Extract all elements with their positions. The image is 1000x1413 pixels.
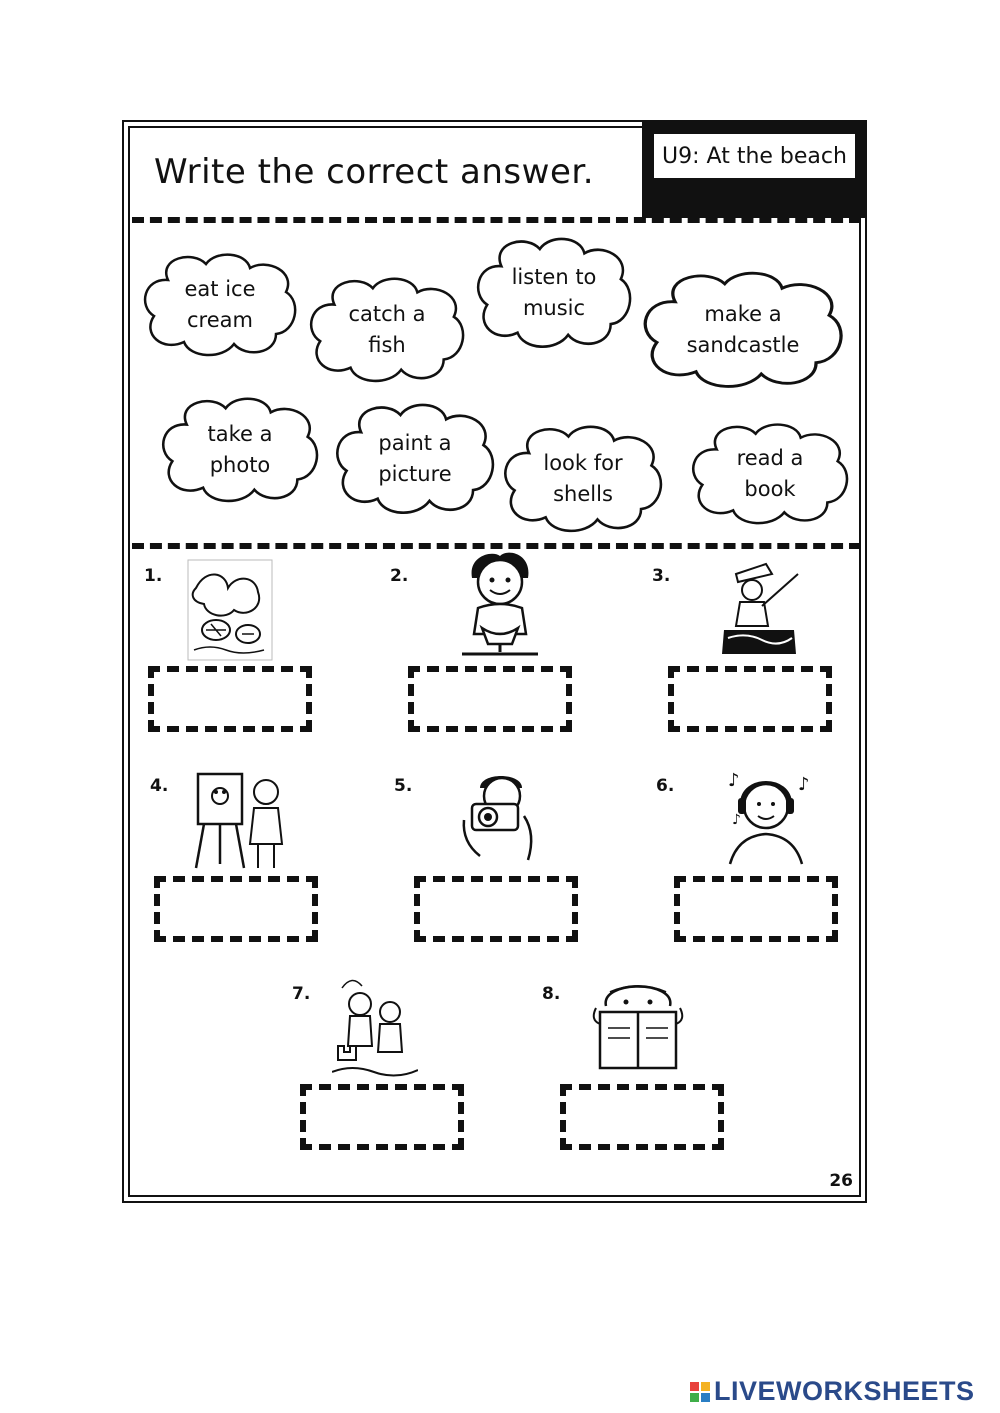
word-cloud-read-a-book: read a book — [686, 420, 854, 528]
item-number: 4. — [150, 776, 169, 796]
word-bank-label: listen to music — [511, 265, 597, 320]
painting-icon — [194, 772, 284, 869]
word-cloud-catch-a-fish: catch a fish — [304, 274, 470, 386]
answer-box-6[interactable] — [674, 876, 838, 942]
divider-top — [132, 217, 861, 223]
ice-cream-icon — [462, 552, 538, 656]
item-number: 6. — [656, 776, 675, 796]
item-number: 5. — [394, 776, 413, 796]
unit-label: U9: At the beach — [652, 132, 857, 180]
word-bank-label: look for shells — [543, 451, 623, 506]
cloud-shape — [477, 237, 632, 348]
word-cloud-eat-ice-cream: eat ice cream — [138, 250, 302, 360]
item-number: 1. — [144, 566, 163, 586]
logo-square — [690, 1381, 699, 1391]
cloud-shape — [504, 425, 663, 533]
svg-text:♪: ♪ — [732, 812, 741, 828]
word-cloud-make-a-sandcastle: make a sandcastle — [636, 268, 850, 392]
answer-box-3[interactable] — [668, 666, 832, 732]
answer-box-7[interactable] — [300, 1084, 464, 1150]
item-number: 3. — [652, 566, 671, 586]
word-bank-label: take a photo — [207, 422, 273, 477]
divider-middle — [132, 543, 861, 549]
svg-text:♪: ♪ — [728, 770, 740, 791]
answer-box-1[interactable] — [148, 666, 312, 732]
fishing-icon — [722, 562, 799, 654]
worksheet-inner-border — [128, 126, 861, 1197]
answer-box-5[interactable] — [414, 876, 578, 942]
word-cloud-listen-to-music: listen to music — [471, 234, 637, 352]
camera-icon — [462, 776, 533, 861]
word-cloud-look-for-shells: look for shells — [498, 422, 668, 536]
liveworksheets-logo: LIVEWORKSHEETS — [690, 1376, 975, 1407]
cloud-shape — [692, 423, 849, 525]
word-bank-label: eat ice cream — [184, 277, 256, 332]
word-bank-label: make a sandcastle — [686, 302, 800, 357]
logo-squares-icon — [690, 1381, 710, 1402]
item-number: 2. — [390, 566, 409, 586]
word-bank-label: catch a fish — [348, 302, 426, 357]
brand-name: LIVEWORKSHEETS — [714, 1376, 975, 1406]
worksheet-frame: U9: At the beach Write the correct answe… — [122, 120, 867, 1203]
answer-box-4[interactable] — [154, 876, 318, 942]
word-bank-label: paint a picture — [378, 431, 452, 486]
svg-text:♪: ♪ — [798, 774, 810, 795]
page-number: 26 — [829, 1171, 853, 1191]
word-bank-label: read a book — [736, 446, 804, 501]
cloud-shape — [143, 253, 297, 357]
answer-box-8[interactable] — [560, 1084, 724, 1150]
cloud-shape — [162, 397, 319, 503]
cloud-shape — [643, 271, 843, 388]
logo-square — [701, 1381, 710, 1391]
logo-square — [690, 1392, 699, 1402]
answer-box-2[interactable] — [408, 666, 572, 732]
word-cloud-paint-a-picture: paint a picture — [330, 400, 500, 518]
logo-square — [701, 1392, 710, 1402]
item-number: 7. — [292, 984, 311, 1004]
headphones-icon: ♪ ♪ ♪ — [728, 770, 810, 865]
shells-icon — [187, 559, 273, 661]
worksheet-title: Write the correct answer. — [154, 152, 595, 192]
item-number: 8. — [542, 984, 561, 1004]
reading-icon — [592, 985, 684, 1070]
word-cloud-take-a-photo: take a photo — [156, 394, 324, 506]
cloud-shape — [310, 277, 465, 383]
sandcastle-icon — [332, 979, 418, 1077]
cloud-shape — [336, 403, 495, 514]
